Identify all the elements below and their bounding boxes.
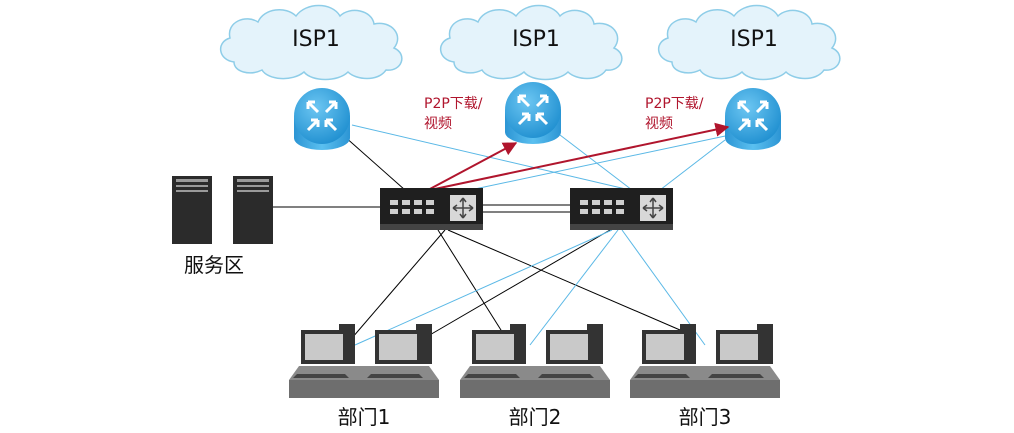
p2p-traffic-arrows — [427, 122, 730, 191]
server-zone-label: 服务区 — [184, 253, 244, 277]
links — [272, 124, 731, 346]
computer-icon — [293, 324, 355, 378]
computer-icon — [464, 324, 526, 378]
link-switch1-dept2 — [437, 229, 507, 339]
router-icon — [294, 88, 350, 150]
p2p-arrow-to-router2 — [427, 142, 518, 191]
computer-icon — [367, 324, 432, 378]
link-router3-switch1 — [469, 134, 731, 191]
cloud-isp-3: ISP1 — [658, 4, 841, 81]
annotation-p2p-1-line1: P2P下载/ — [424, 96, 483, 112]
link-router2-switch2 — [559, 134, 633, 191]
link-switch1-dept1 — [351, 229, 446, 339]
link-switch2-dept1b — [354, 229, 613, 346]
switch-icon — [570, 188, 673, 230]
annotation-p2p-1-line2: 视频 — [424, 116, 452, 132]
switch-icon — [380, 188, 483, 230]
p2p-arrow-to-router3 — [429, 122, 730, 191]
cloud-isp-1-label: ISP1 — [292, 27, 340, 52]
department-3-label: 部门3 — [679, 405, 732, 429]
link-router3-switch2 — [659, 139, 726, 191]
department-2-label: 部门2 — [509, 405, 562, 429]
router-icon — [725, 88, 781, 150]
link-switch2-dept2 — [529, 229, 619, 346]
department-3: 部门3 — [630, 324, 780, 429]
annotation-p2p-2: P2P下载/ 视频 — [645, 96, 704, 132]
department-1: 部门1 — [289, 324, 439, 429]
annotation-p2p-2-line1: P2P下载/ — [645, 96, 704, 112]
server-zone: 服务区 — [172, 176, 273, 277]
cloud-isp-3-label: ISP1 — [730, 27, 778, 52]
server-icon — [172, 176, 212, 244]
computer-icon — [634, 324, 696, 378]
computer-icon — [708, 324, 773, 378]
router-icon — [505, 82, 561, 144]
link-switch1-dept3 — [447, 229, 681, 331]
server-icon — [233, 176, 273, 244]
department-1-label: 部门1 — [338, 405, 391, 429]
link-switch2-dept1 — [427, 229, 611, 337]
annotation-p2p-1: P2P下载/ 视频 — [424, 96, 483, 132]
cloud-isp-2: ISP1 — [440, 4, 623, 81]
annotation-p2p-2-line2: 视频 — [645, 116, 673, 132]
computer-icon — [538, 324, 603, 378]
link-router1-switch2 — [351, 124, 631, 191]
cloud-isp-2-label: ISP1 — [512, 27, 560, 52]
cloud-isp-1: ISP1 — [220, 4, 403, 81]
department-2: 部门2 — [460, 324, 610, 429]
